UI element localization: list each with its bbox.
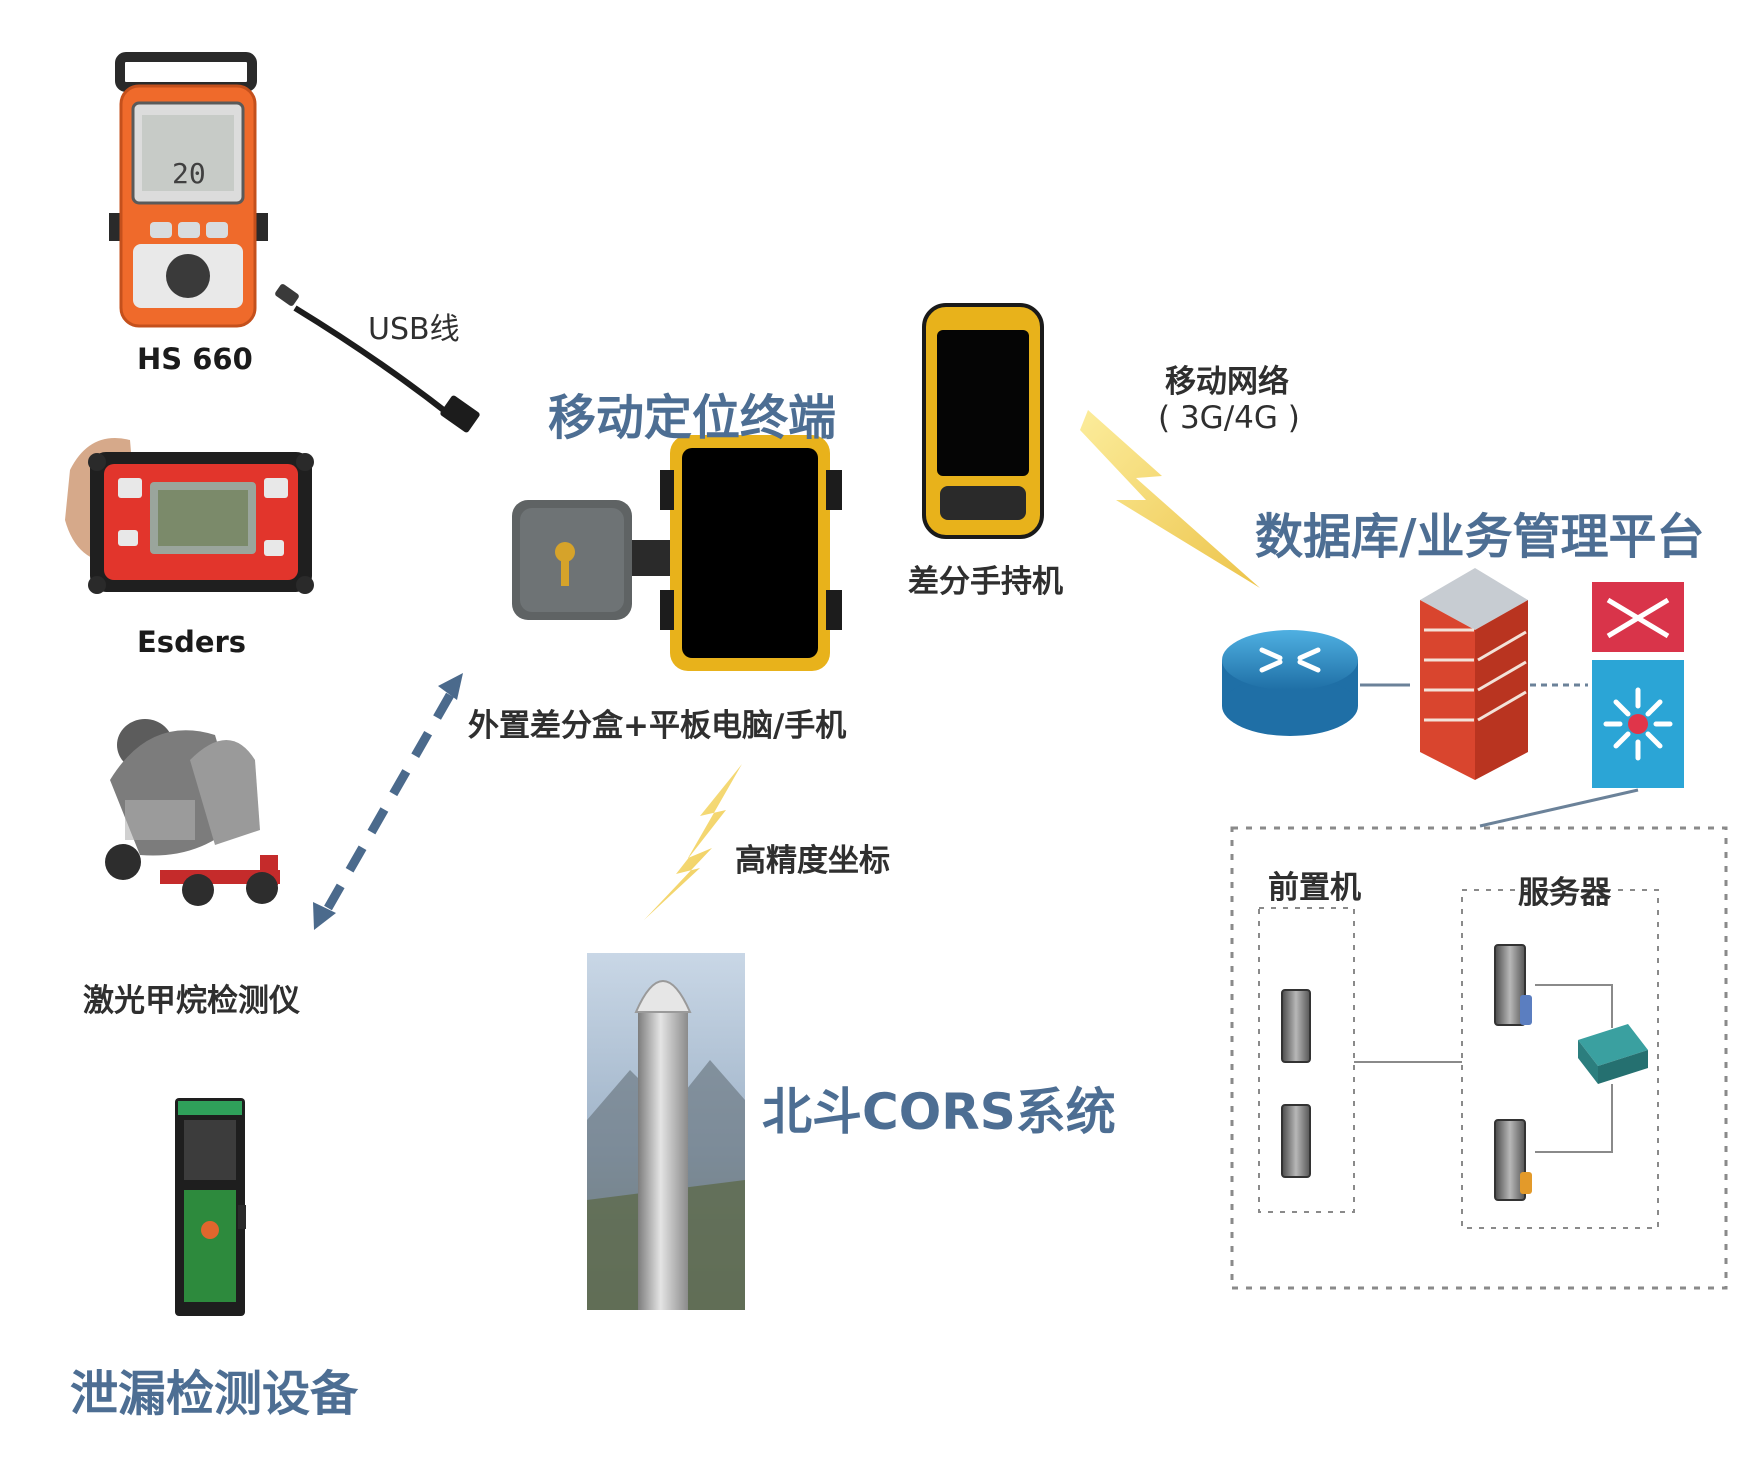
server-icons [1494,944,1648,1201]
lightning-bolt-coord-icon [644,764,742,920]
core-switch-icon [1592,582,1684,788]
handheld-device-icon [922,303,1044,539]
cors-title: 北斗CORS系统 [762,1083,1116,1141]
terminal-title: 移动定位终端 [548,390,837,446]
cors-station-icon [587,953,745,1310]
laser-methane-detector-icon [105,719,280,906]
mobile-network-sublabel: ( 3G/4G ) [1158,400,1300,436]
laser-methane-label: 激光甲烷检测仪 [83,983,300,1019]
tablet-icon [660,435,842,671]
usb-cable-icon [275,284,480,433]
lightning-bolt-network-icon [1080,410,1260,588]
leak-detection-device-icon [175,1098,246,1316]
differential-box-icon [512,500,682,620]
server-box [1461,889,1659,1229]
frontend-label: 前置机 [1268,870,1361,906]
platform-title: 数据库/业务管理平台 [1255,509,1705,565]
dashed-arrow-icon [313,673,463,930]
switch-cluster-link [1479,788,1639,828]
leak-detection-title: 泄漏检测设备 [70,1366,359,1422]
coord-label: 高精度坐标 [735,843,890,879]
hs660-screen-value: 20 [172,157,206,190]
esders-label: Esders [137,625,247,659]
terminal-label: 外置差分盒+平板电脑/手机 [468,708,847,744]
server-label: 服务器 [1518,875,1611,911]
handheld-label: 差分手持机 [908,564,1063,600]
mobile-network-label: 移动网络 [1165,364,1289,400]
esders-device-icon [65,438,314,594]
frontend-server-icons [1281,989,1311,1178]
hs660-device-icon: 20 [109,52,268,328]
hs660-label: HS 660 [137,342,253,376]
router-icon [1222,630,1358,736]
frontend-box [1258,907,1355,1213]
firewall-icon [1420,568,1528,780]
usb-cable-label: USB线 [368,312,460,347]
